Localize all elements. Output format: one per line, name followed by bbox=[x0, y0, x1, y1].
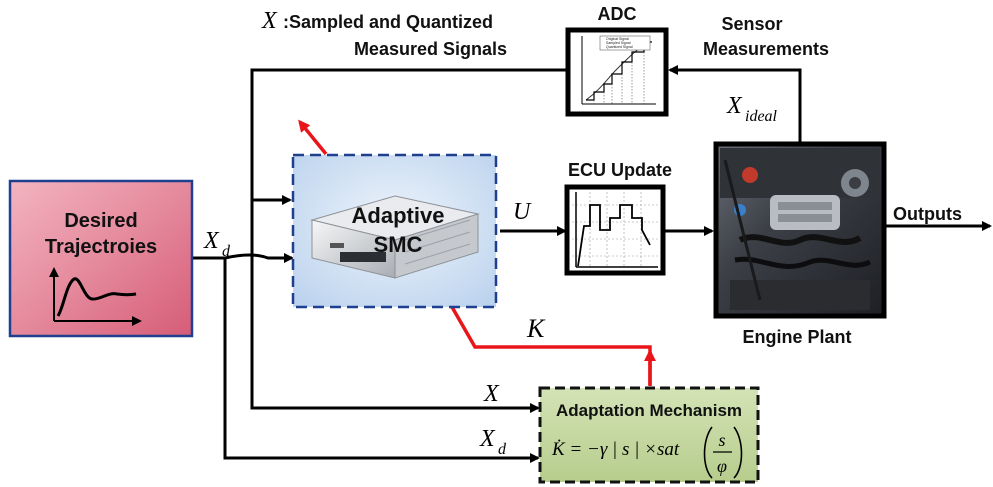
k-label: K bbox=[526, 314, 546, 343]
ecu-device-image bbox=[310, 195, 480, 279]
line-x-to-adaptation bbox=[250, 200, 540, 413]
svg-text:d: d bbox=[498, 441, 507, 458]
smc-tuning-arrow bbox=[298, 119, 328, 156]
adaptation-law: K̇ = −γ | s | ×sat s φ bbox=[551, 426, 743, 479]
x-desc-line2: Measured Signals bbox=[354, 39, 507, 59]
law-right-paren bbox=[733, 426, 743, 479]
x-symbol-top: X bbox=[261, 8, 278, 34]
xd-label: X d bbox=[203, 228, 231, 260]
engine-plant-label: Engine Plant bbox=[742, 327, 851, 347]
trajectory-mini-plot bbox=[49, 267, 142, 326]
adaptation-title: Adaptation Mechanism bbox=[556, 401, 742, 420]
desired-box bbox=[8, 179, 194, 338]
ecu-step-signal bbox=[577, 204, 651, 267]
law-numerator: s bbox=[718, 430, 725, 450]
line-xd-to-adaptation bbox=[223, 258, 540, 463]
x-label-bottom: X bbox=[483, 381, 500, 407]
ecu-title: ECU Update bbox=[568, 160, 672, 180]
connections bbox=[192, 65, 992, 463]
line-k-feedback bbox=[450, 306, 652, 385]
line-junction-bump bbox=[224, 253, 294, 263]
desired-label-line2: Trajectroies bbox=[45, 236, 157, 258]
outputs-label: Outputs bbox=[893, 204, 962, 224]
svg-text:X: X bbox=[479, 426, 496, 452]
adc-legend-item: Original Signal bbox=[606, 37, 629, 41]
x-desc-line1: :Sampled and Quantized bbox=[283, 12, 493, 32]
sensor-measurements-label: Sensor Measurements bbox=[703, 14, 829, 59]
adc-legend-item: Quantized Signal bbox=[606, 45, 633, 49]
adaptive-gain-path bbox=[298, 119, 656, 386]
svg-text:d: d bbox=[222, 243, 231, 260]
line-sensor-to-adc bbox=[668, 65, 802, 142]
law-left-paren bbox=[703, 426, 713, 479]
adaptive-smc-block: Adaptive SMC bbox=[291, 153, 498, 309]
ecu-box bbox=[564, 184, 666, 276]
u-label: U bbox=[513, 199, 532, 225]
smc-label-line2: SMC bbox=[374, 232, 423, 257]
adc-sample-marks bbox=[593, 52, 645, 104]
line-adc-feedback bbox=[250, 68, 566, 205]
svg-text:Sensor: Sensor bbox=[721, 14, 782, 34]
adaptation-box bbox=[538, 386, 760, 484]
smc-label-line1: Adaptive bbox=[352, 203, 445, 228]
adaptation-mechanism-block: Adaptation Mechanism K̇ = −γ | s | ×sat … bbox=[538, 386, 760, 484]
ecu-update-block: ECU Update bbox=[564, 160, 672, 276]
adc-block: ADC Original Signal Sampled Signal Quant… bbox=[565, 4, 669, 117]
svg-text:X: X bbox=[726, 93, 743, 119]
engine-photo bbox=[720, 148, 880, 310]
adc-title: ADC bbox=[598, 4, 637, 24]
trajectory-curve bbox=[56, 277, 137, 317]
engine-plant-block: Engine Plant bbox=[713, 141, 887, 347]
svg-text:ideal: ideal bbox=[745, 108, 778, 125]
adc-quantized-signal bbox=[586, 41, 652, 101]
x-ideal-label: X ideal bbox=[726, 93, 778, 125]
x-description: X :Sampled and Quantized Measured Signal… bbox=[261, 8, 507, 59]
desired-label-line1: Desired bbox=[64, 210, 137, 232]
xd-label-bottom: X d bbox=[479, 426, 507, 458]
svg-text:Measurements: Measurements bbox=[703, 39, 829, 59]
law-denominator: φ bbox=[717, 456, 727, 476]
svg-text:X: X bbox=[203, 228, 220, 254]
adc-legend-item: Sampled Signal bbox=[606, 41, 631, 45]
desired-trajectories-block: Desired Trajectroies bbox=[8, 179, 194, 338]
law-lhs: K̇ = −γ | s | ×sat bbox=[551, 438, 680, 460]
adc-legend: Original Signal Sampled Signal Quantized… bbox=[599, 35, 651, 51]
